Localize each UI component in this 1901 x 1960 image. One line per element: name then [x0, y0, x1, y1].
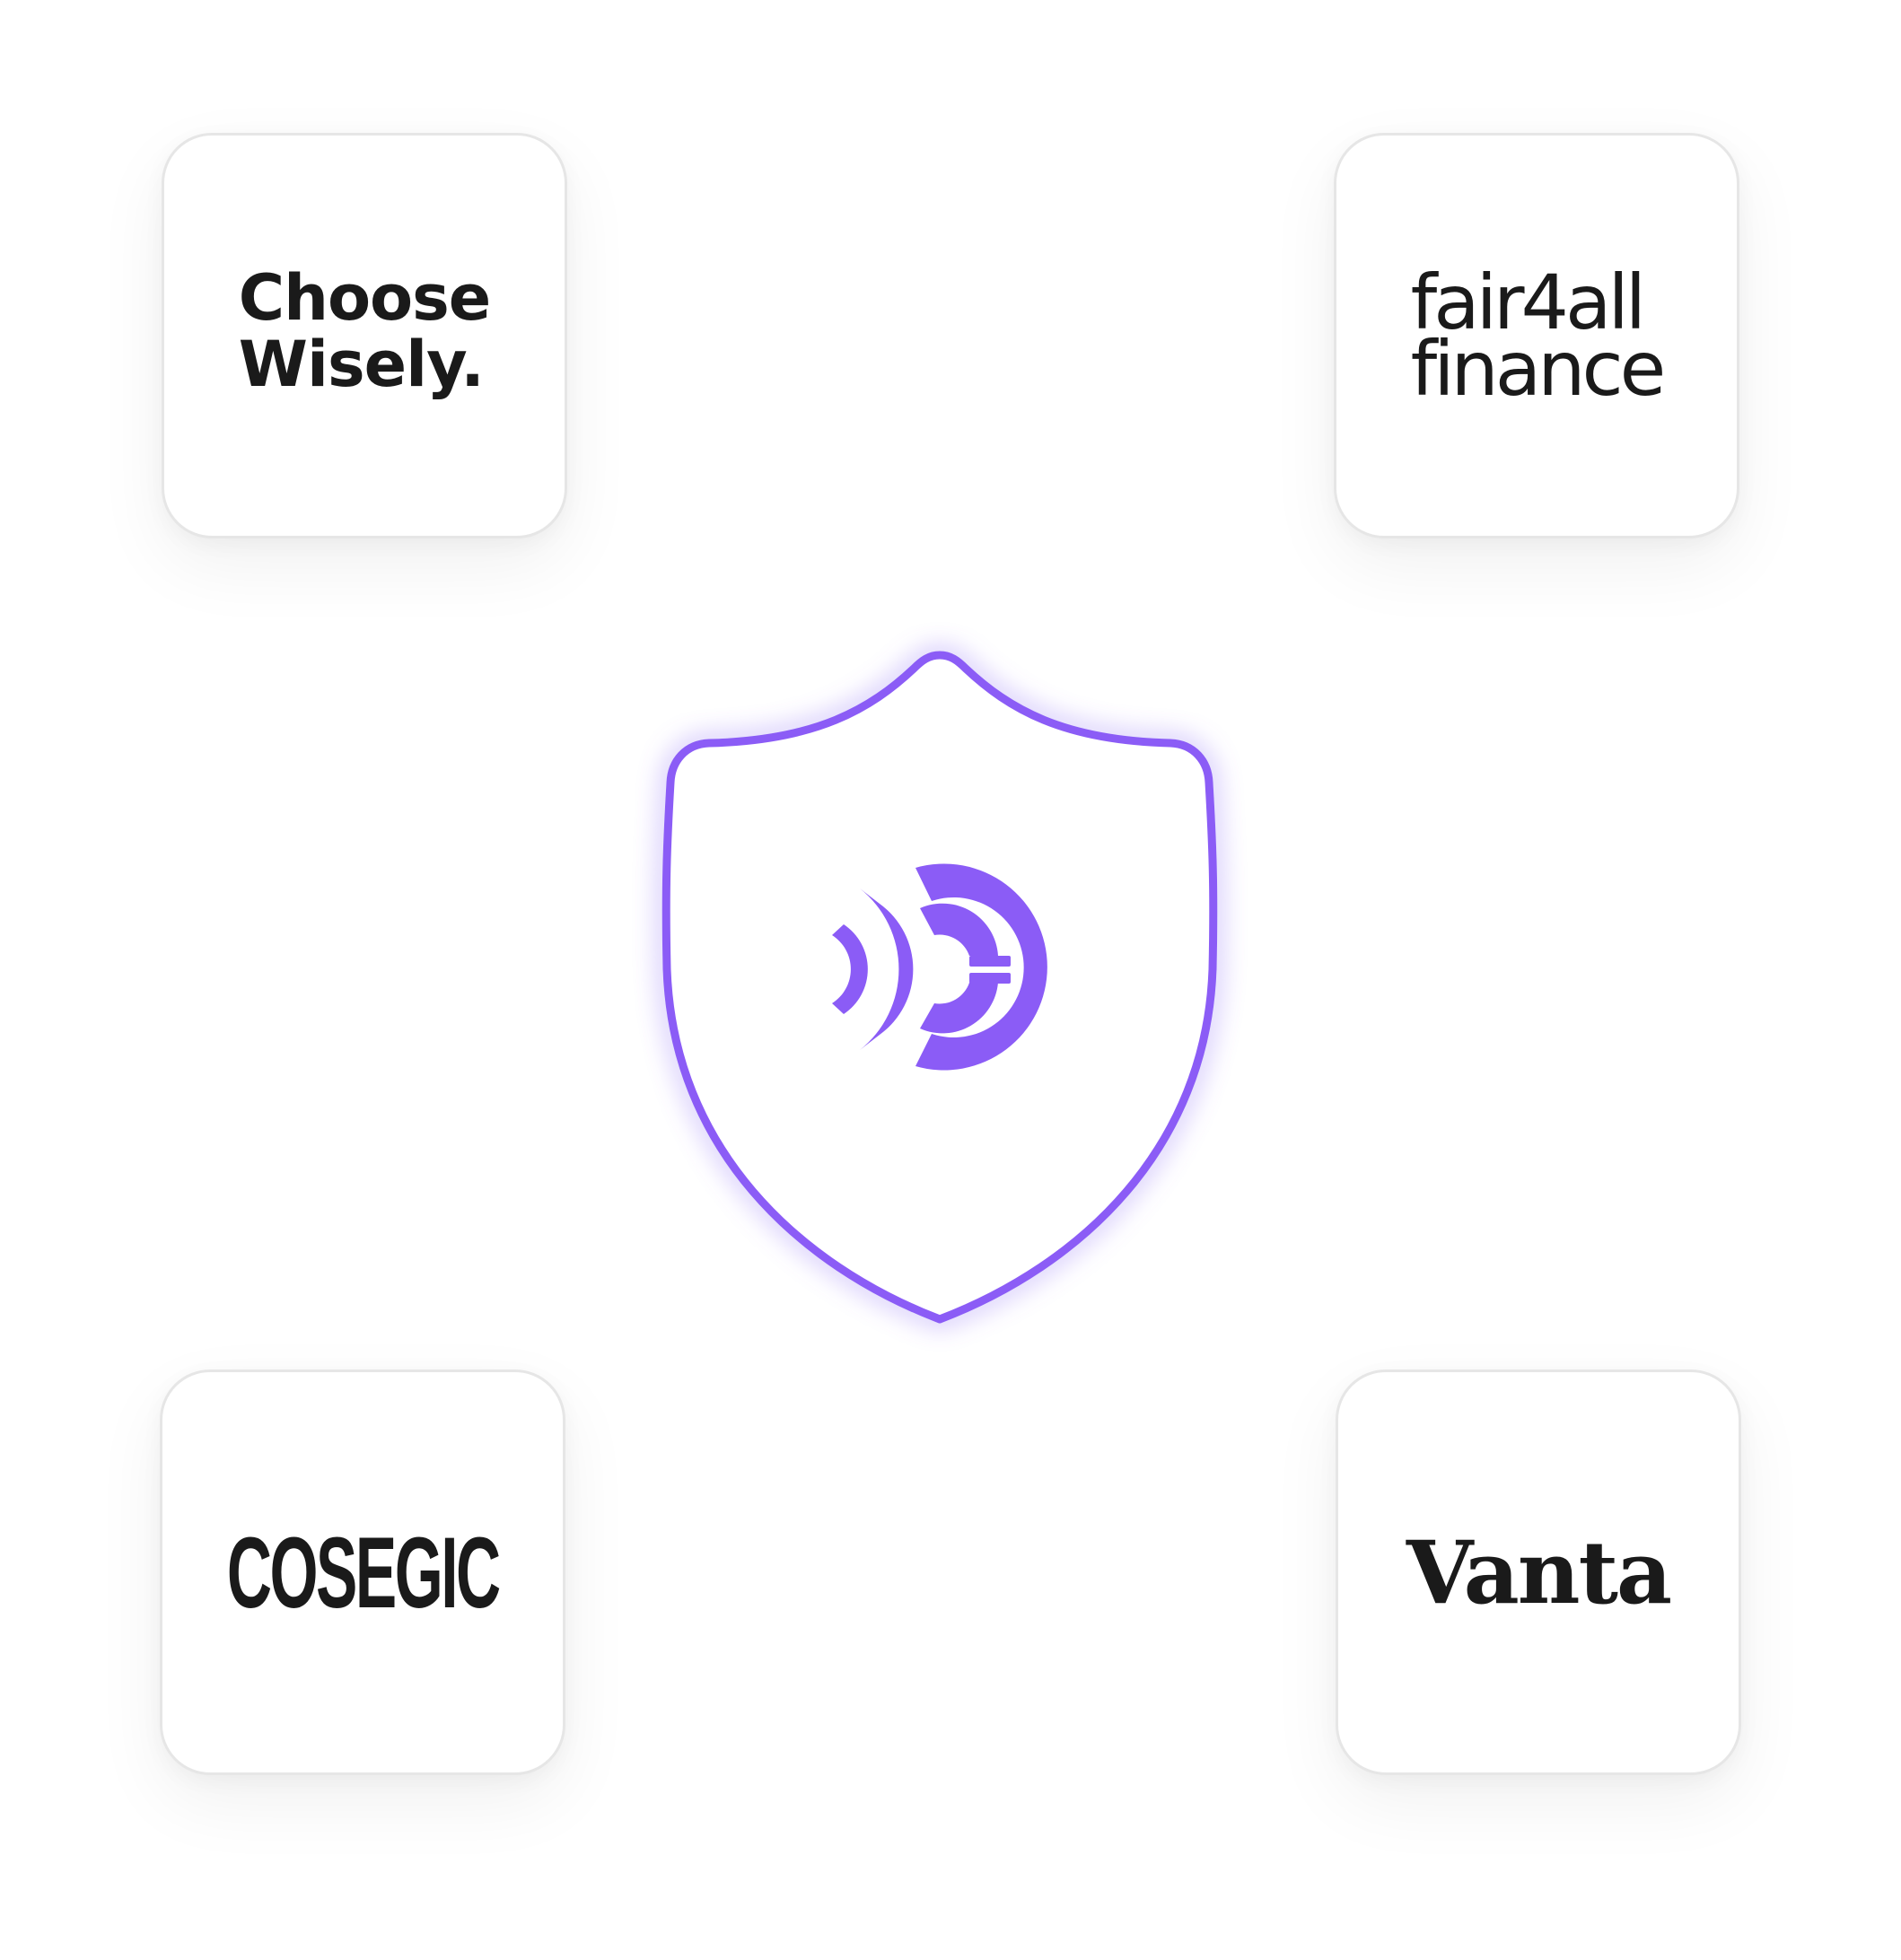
- cosegic-logo: COSEGIC: [226, 1516, 501, 1629]
- fair4all-logo-line-2: finance: [1410, 325, 1667, 413]
- choose-wisely-logo: Choose Wisely.: [238, 261, 492, 401]
- choose-wisely-logo-line-1: Choose: [238, 261, 492, 335]
- shield-icon: [661, 651, 1218, 1324]
- fair4all-logo-line-1: fair4all: [1410, 258, 1647, 346]
- partner-card-choose-wisely: Choose Wisely.: [162, 133, 567, 538]
- security-shield: [628, 628, 1257, 1346]
- choose-wisely-logo-line-2: Wisely.: [238, 328, 485, 401]
- partner-card-fair4all-finance: fair4all finance: [1334, 133, 1739, 538]
- partner-card-vanta: Vanta: [1336, 1369, 1741, 1775]
- fair4all-finance-logo: fair4all finance: [1410, 258, 1667, 413]
- partner-card-cosegic: COSEGIC: [160, 1369, 565, 1775]
- vanta-logo: Vanta: [1406, 1521, 1672, 1623]
- brand-c-logo-icon: [832, 863, 1047, 1071]
